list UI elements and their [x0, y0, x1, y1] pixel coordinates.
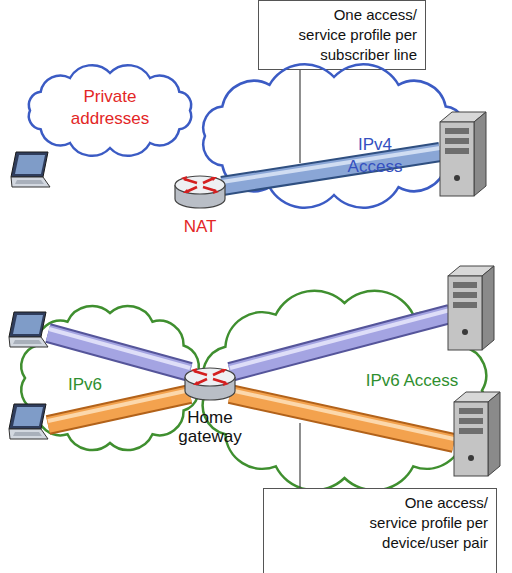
cloud-label: IPv4 Access	[335, 134, 415, 178]
router-icon	[185, 368, 235, 400]
private-cloud: Private addresses	[15, 58, 205, 163]
router-label: NAT	[166, 217, 234, 236]
label-holder: Home gateway	[166, 408, 254, 446]
tube-orange-right	[230, 390, 454, 443]
cloud-outline-path	[29, 65, 191, 156]
leader-line	[299, 70, 300, 163]
router-label: Home gateway	[166, 408, 254, 446]
callout-box: One access/ service profile per subscrib…	[258, 0, 426, 70]
tube-orange-left	[48, 390, 190, 425]
cloud-label: Private addresses	[60, 86, 160, 130]
callout-box: One access/ service profile per device/u…	[263, 488, 497, 573]
laptop-icon	[11, 152, 50, 187]
router-icon	[175, 176, 225, 208]
leader-line	[299, 423, 300, 488]
laptop-icon	[9, 312, 48, 347]
callout-text: One access/ service profile per device/u…	[358, 493, 488, 553]
callout-text: One access/ service profile per subscrib…	[287, 5, 417, 65]
cloud-outline-path	[21, 306, 198, 450]
cloud-outline-path	[203, 291, 486, 490]
server-icon	[448, 266, 494, 350]
laptop-icon	[9, 404, 48, 439]
cloud-outline-path	[203, 64, 464, 207]
label-holder: NAT	[166, 217, 234, 236]
cloud-label: IPv6 Access	[357, 370, 467, 392]
tube-ipv4	[222, 148, 440, 186]
tube-purple-right	[230, 310, 450, 372]
server-icon	[440, 112, 486, 196]
server-icon	[454, 392, 500, 476]
cloud-label: IPv6	[50, 374, 120, 396]
tube-purple-left	[48, 329, 190, 372]
